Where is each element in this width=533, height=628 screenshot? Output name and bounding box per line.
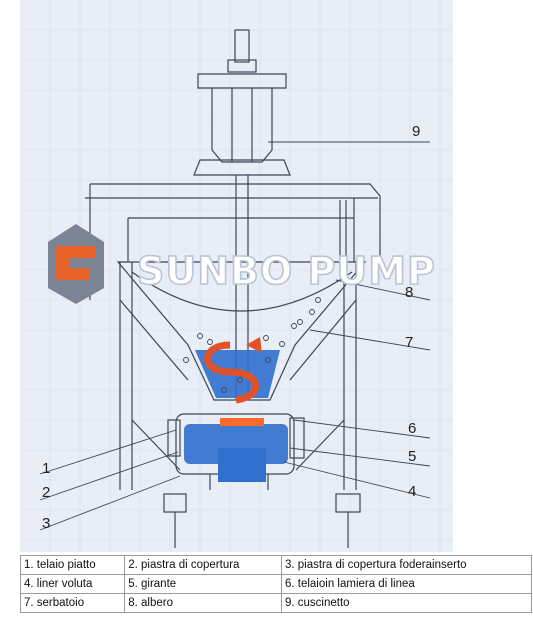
callout-1: 1 [42,460,50,477]
impeller [220,418,264,426]
callout-9: 9 [412,123,420,140]
callout-leaders [39,141,431,531]
shaft-top [234,29,250,63]
tank [116,261,367,401]
callout-3: 3 [42,515,50,532]
recirculation-arrow [204,341,259,404]
legend-cell: 6. telaioin lamiera di linea [280,574,533,594]
legend-row: 4. liner voluta 5. girante 6. telaioin l… [19,574,533,594]
legend-cell: 3. piastra di copertura foderainserto [280,555,533,575]
callout-2: 2 [42,484,50,501]
bubbles [183,297,321,393]
legend-cell: 5. girante [124,574,282,594]
sunbo-logo-icon [48,224,104,304]
legend-cell: 7. serbatoio [19,593,126,613]
pump-cross-section-diagram: SUNBO PUMP 9 8 7 6 5 4 1 2 3 [20,0,453,552]
brand-watermark: SUNBO PUMP [137,249,436,293]
callout-4: 4 [408,483,416,500]
pump-drawing [85,29,381,548]
callout-6: 6 [408,420,416,437]
callout-8: 8 [405,284,413,301]
legend-cell: 1. telaio piatto [19,555,126,575]
legend-cell: 2. piastra di copertura [124,555,282,575]
fluid-outlet [218,448,266,482]
callout-7: 7 [405,334,413,351]
legend-cell: 8. albero [124,593,282,613]
legend-cell: 9. cuscinetto [280,593,533,613]
legend-cell: 4. liner voluta [19,574,126,594]
legend-row: 1. telaio piatto 2. piastra di copertura… [19,555,533,575]
callout-5: 5 [408,448,416,465]
legend-row: 7. serbatoio 8. albero 9. cuscinetto [19,593,533,613]
parts-legend-table: 1. telaio piatto 2. piastra di copertura… [19,555,533,613]
bearing-housing [211,88,273,163]
